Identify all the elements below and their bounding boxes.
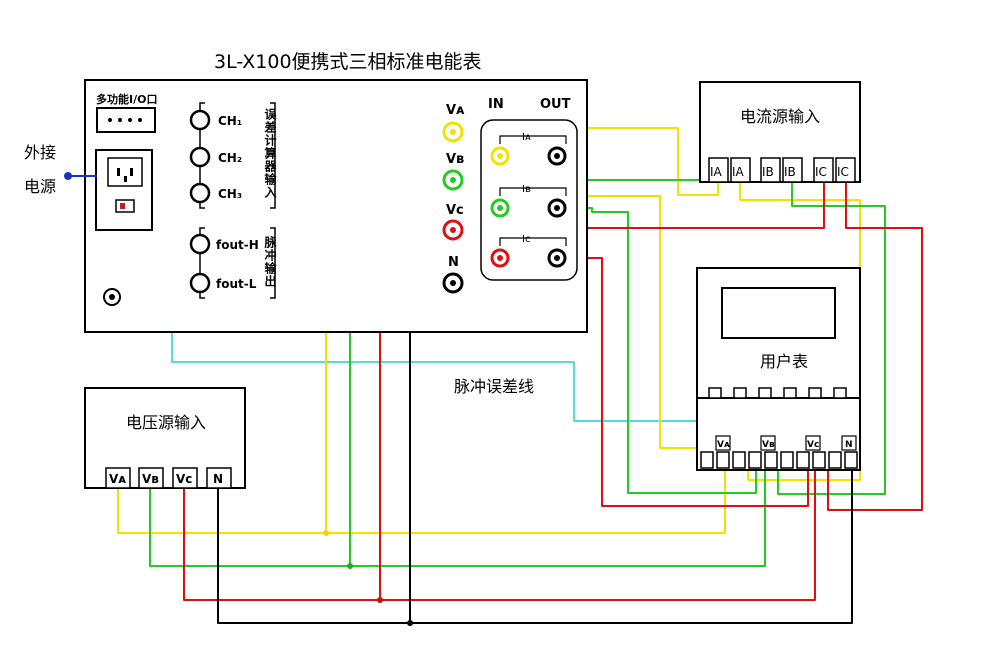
- vb-label: Vʙ: [446, 152, 464, 167]
- io-port-label: 多功能I/O口: [96, 92, 157, 106]
- vs-vb-label: Vʙ: [142, 472, 159, 486]
- pulse-error-line-label: 脉冲误差线: [454, 377, 534, 396]
- vs-va-label: Vᴀ: [109, 472, 126, 486]
- ch1-label: CH₁: [218, 114, 242, 128]
- phase-b-current-return-wire: [777, 182, 886, 495]
- external-power-label-2: 电源: [24, 177, 56, 196]
- um-vc-box: [805, 435, 821, 451]
- cs-terminal-1[interactable]: [708, 157, 729, 183]
- n-label: N: [448, 255, 459, 270]
- phase-b-current-out-wire: [566, 207, 757, 494]
- junction-a: [323, 530, 329, 536]
- power-switch-indicator: [120, 203, 125, 209]
- ib-label: Iʙ: [522, 184, 531, 195]
- current-source: 电流源输入 IA IA IB IB IC IC: [699, 81, 861, 183]
- cs-terminal-4-label: IB: [784, 165, 796, 179]
- power-inlet-pins: [117, 168, 133, 182]
- vs-va-terminal[interactable]: [105, 467, 131, 489]
- out-label: OUT: [540, 97, 571, 112]
- cs-terminal-3-label: IB: [762, 165, 774, 179]
- cs-terminal-2[interactable]: [730, 157, 751, 183]
- um-n-label: N: [845, 440, 853, 450]
- fout-h-terminal[interactable]: [189, 233, 211, 255]
- ib-bridge: [499, 187, 567, 196]
- error-calc-label: 误差计算器输入: [263, 108, 277, 199]
- um-vb-box: [760, 435, 776, 451]
- voltage-terminals: Vᴀ Vʙ Vᴄ N: [442, 103, 465, 294]
- ia-out-dot: [554, 153, 560, 159]
- cs-terminal-2-label: IA: [732, 165, 745, 179]
- vs-vc-label: Vᴄ: [176, 472, 192, 486]
- va-label: Vᴀ: [446, 103, 465, 118]
- vs-vb-terminal[interactable]: [138, 467, 164, 489]
- vc-terminal-dot: [450, 227, 456, 233]
- phase-c-current-out-wire: [566, 257, 809, 507]
- fout-l-terminal[interactable]: [189, 272, 211, 294]
- in-label: IN: [488, 97, 504, 112]
- voltage-source: 电压源输入 Vᴀ Vʙ Vᴄ N: [84, 387, 246, 489]
- cs-terminal-5[interactable]: [813, 157, 834, 183]
- current-source-terminals: IA IA IB IB IC IC: [708, 157, 856, 183]
- channel-group: CH₁ CH₂ CH₃ 误差计算器输入: [189, 102, 277, 209]
- ia-in-dot: [497, 153, 503, 159]
- voltage-source-title: 电压源输入: [126, 413, 206, 432]
- pulse-out-label: 脉冲输出: [263, 235, 277, 288]
- ch1-terminal[interactable]: [189, 109, 211, 131]
- cs-terminal-5-label: IC: [815, 165, 827, 179]
- cs-terminal-3[interactable]: [760, 157, 781, 183]
- n-terminal-dot: [450, 280, 456, 286]
- user-meter-display: [721, 287, 836, 339]
- io-port-pins: [108, 118, 142, 122]
- meter-title: 3L-X100便携式三相标准电能表: [214, 51, 482, 73]
- ic-in-dot: [497, 255, 503, 261]
- junction-n: [407, 620, 413, 626]
- ch3-terminal[interactable]: [189, 182, 211, 204]
- external-power-label-1: 外接: [24, 143, 56, 162]
- cs-terminal-4[interactable]: [782, 157, 803, 183]
- junction-b: [347, 563, 353, 569]
- fout-l-label: fout-L: [216, 277, 257, 291]
- um-va-label: Vᴀ: [717, 440, 730, 450]
- vs-n-terminal[interactable]: [206, 467, 232, 489]
- ic-bridge: [499, 237, 567, 246]
- junction-c: [377, 597, 383, 603]
- ch2-label: CH₂: [218, 151, 242, 165]
- external-power: 外接 电源: [24, 143, 97, 196]
- fout-h-label: fout-H: [216, 238, 259, 252]
- vs-vc-terminal[interactable]: [172, 467, 198, 489]
- ib-out-dot: [554, 205, 560, 211]
- fout-group: fout-H fout-L 脉冲输出: [189, 227, 277, 299]
- fout-bracket: [199, 227, 276, 299]
- ch3-label: CH₃: [218, 187, 242, 201]
- cs-terminal-6-label: IC: [837, 165, 849, 179]
- current-source-title: 电流源输入: [740, 107, 820, 126]
- cs-terminal-6[interactable]: [835, 157, 856, 183]
- ch2-terminal[interactable]: [189, 146, 211, 168]
- ic-out-dot: [554, 255, 560, 261]
- ic-label: Iᴄ: [522, 234, 530, 245]
- ib-in-dot: [497, 205, 503, 211]
- current-terminals: IN OUT Iᴀ Iʙ Iᴄ: [480, 97, 578, 281]
- user-meter-pulse-ports: [708, 387, 847, 399]
- um-vb-label: Vʙ: [762, 440, 775, 450]
- ia-bridge: [499, 135, 567, 144]
- user-meter-terminals: [700, 451, 858, 469]
- um-n-box: [841, 435, 857, 451]
- vb-terminal-dot: [450, 177, 456, 183]
- phase-c-current-return-wire: [827, 182, 923, 511]
- ground-terminal-dot: [109, 294, 115, 300]
- ia-label: Iᴀ: [522, 132, 531, 143]
- io-port[interactable]: [96, 107, 156, 133]
- vs-n-label: N: [213, 472, 223, 486]
- power-lead-dot: [64, 172, 72, 180]
- vc-label: Vᴄ: [446, 203, 464, 218]
- um-va-box: [715, 435, 731, 451]
- user-meter-title: 用户表: [760, 352, 808, 371]
- va-terminal-dot: [450, 129, 456, 135]
- user-meter: 用户表 Vᴀ Vʙ Vᴄ N: [696, 267, 861, 471]
- um-vc-label: Vᴄ: [807, 440, 819, 450]
- standard-meter: 3L-X100便携式三相标准电能表 多功能I/O口 CH₁ CH₂ CH₃: [84, 51, 588, 333]
- cs-terminal-1-label: IA: [710, 165, 723, 179]
